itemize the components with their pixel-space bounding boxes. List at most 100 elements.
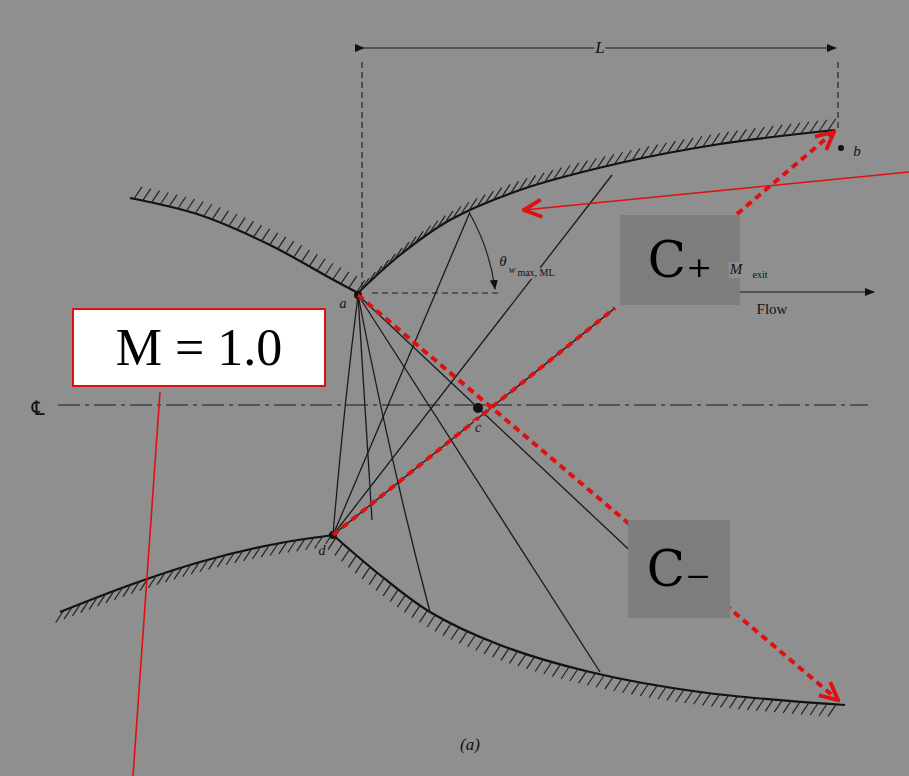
hatch-mark [254,225,262,237]
hatch-mark [605,677,613,689]
figure-label: L [594,39,605,57]
characteristic-label-box: C₋ [628,520,730,618]
box-text: C₊ [648,231,713,289]
centerline [58,404,868,405]
hatch-mark [819,704,827,716]
hatch-mark [801,702,809,714]
hatch-mark [493,645,501,657]
hatch-mark [535,660,543,672]
hatch-mark [157,573,165,585]
hatch-mark [614,152,622,164]
hatch-mark [422,226,430,238]
hatch-mark [477,195,485,207]
figure-label: max, ML [516,268,555,279]
hatch-mark [747,698,755,710]
hatch-mark [756,699,764,711]
hatch-mark [783,124,791,136]
figure-label: exit [752,270,769,281]
hatch-mark [195,201,203,213]
hatch-mark [792,123,800,135]
hatch-mark [676,139,684,151]
hatch-mark [148,576,156,588]
hatch-mark [270,543,278,555]
hatch-mark [114,588,122,600]
hatch-mark [235,551,243,563]
hatch-mark [252,547,260,559]
hatch-mark [134,187,142,199]
figure-label: b [852,144,862,160]
figure-label: w [508,265,517,276]
figure-label: c [474,421,482,436]
hatch-mark [712,694,720,706]
hatch-mark [317,259,325,271]
hatch-mark [765,699,773,711]
hatch-mark [729,696,737,708]
hatch-mark [544,662,552,674]
hatch-mark [244,549,252,561]
hatch-mark [685,691,693,703]
figure-label: (a) [459,736,481,754]
hatch-mark [641,146,649,158]
hatch-mark [658,687,666,699]
hatch-mark [738,129,746,141]
hatch-mark [226,553,234,565]
dimension-extension [837,62,838,128]
hatch-mark [72,604,80,616]
hatch-mark [588,159,596,171]
hatch-mark [430,221,438,233]
red-annotations [133,132,909,776]
hatch-mark [720,695,728,707]
hatch-mark [461,202,469,214]
box-text: M = 1.0 [116,318,283,377]
hatch-mark [536,173,544,185]
hatch-mark [667,141,675,153]
hatch-mark [270,233,278,245]
hatch-mark [552,664,560,676]
hatch-mark [279,542,287,554]
hatch-mark [765,126,773,138]
hatch-mark [200,560,208,572]
hatch-mark [792,702,800,714]
hatch-mark [494,188,502,200]
hatch-mark [597,156,605,168]
hatch-mark [553,168,561,180]
hatch-mark [237,218,245,230]
hatch-mark [801,122,809,134]
hatch-mark [453,206,461,218]
hatch-mark [614,679,622,691]
hatch-mark [143,189,151,201]
hatch-mark [810,703,818,715]
hatch-mark [819,120,827,132]
hatch-mark [309,254,317,266]
hatch-mark [221,211,229,223]
hatch-mark [828,119,836,131]
hatch-mark [694,692,702,704]
characteristic-lines [333,175,640,672]
hatch-mark [328,538,336,550]
wall-curve [130,198,358,293]
fan-line [333,175,612,535]
hatch-mark [325,263,333,275]
hatch-mark [485,191,493,203]
hatch-mark [56,611,64,623]
hatch-mark [469,198,477,210]
hatch-mark [676,690,684,702]
hatch-mark [562,165,570,177]
hatch-mark [362,567,370,579]
hatch-mark [369,573,377,585]
hatch-mark [333,268,341,280]
hatch-mark [81,601,89,613]
hatch-mark [632,148,640,160]
hatch-mark [528,175,536,187]
wall-curve [333,535,845,705]
hatch-mark [703,693,711,705]
hatch-mark [828,704,836,716]
hatch-mark [467,635,475,647]
hatch-mark [570,669,578,681]
hatch-mark [519,178,527,190]
hatch-mark [212,207,220,219]
hatch-mark [64,607,72,619]
figure-label: a [339,297,348,312]
hatch-mark [245,221,253,233]
